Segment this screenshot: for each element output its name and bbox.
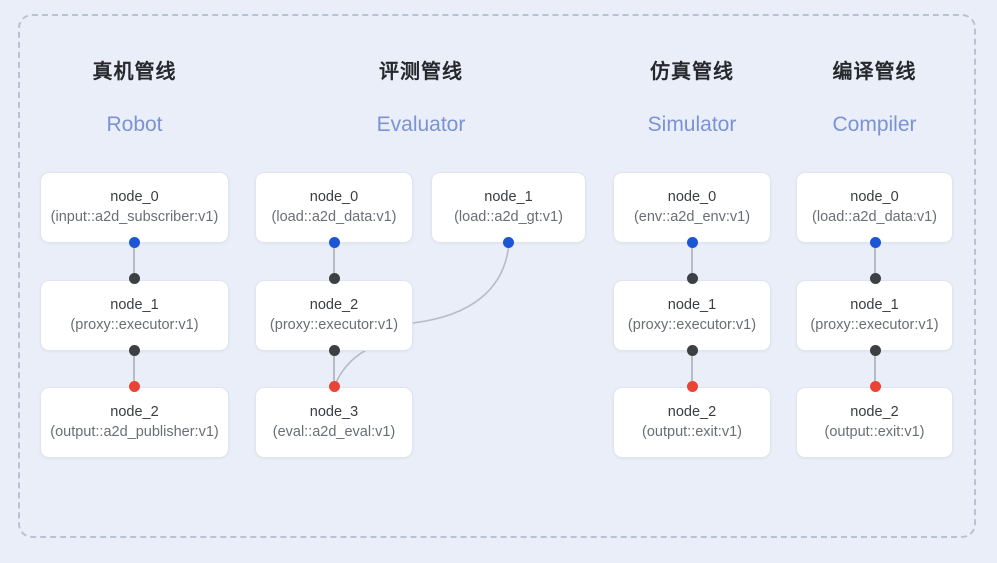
port-input-dot-evaluator-2 xyxy=(329,273,340,284)
port-input-dot-simulator-1 xyxy=(687,273,698,284)
column-header-simulator: 仿真管线 Simulator xyxy=(613,62,771,135)
edge-robot-1-2 xyxy=(133,351,135,389)
edge-robot-0-1 xyxy=(133,243,135,281)
node-evaluator-gt[interactable]: node_1 (load::a2d_gt:v1) xyxy=(431,172,586,243)
node-title: node_3 xyxy=(309,403,359,420)
column-header-robot: 真机管线 Robot xyxy=(40,62,229,135)
node-subtitle: (load::a2d_gt:v1) xyxy=(454,208,563,225)
node-title: node_1 xyxy=(484,188,533,205)
node-compiler-2[interactable]: node_2 (output::exit:v1) xyxy=(796,387,953,458)
node-compiler-0[interactable]: node_0 (load::a2d_data:v1) xyxy=(796,172,953,243)
node-title: node_0 xyxy=(850,188,899,205)
node-title: node_1 xyxy=(667,296,717,313)
port-output-dot-compiler-0 xyxy=(870,237,881,248)
column-header-compiler: 编译管线 Compiler xyxy=(796,62,953,135)
node-simulator-2[interactable]: node_2 (output::exit:v1) xyxy=(613,387,771,458)
node-subtitle: (proxy::executor:v1) xyxy=(810,316,939,333)
node-evaluator-3[interactable]: node_3 (eval::a2d_eval:v1) xyxy=(255,387,413,458)
node-title: node_2 xyxy=(850,403,899,420)
node-subtitle: (load::a2d_data:v1) xyxy=(812,208,937,225)
port-output-dot-evaluator-0 xyxy=(329,237,340,248)
port-output-dot-simulator-1 xyxy=(687,345,698,356)
edge-simulator-1-2 xyxy=(691,351,693,389)
node-evaluator-2[interactable]: node_2 (proxy::executor:v1) xyxy=(255,280,413,351)
port-input-dot-simulator-2 xyxy=(687,381,698,392)
node-subtitle: (output::a2d_publisher:v1) xyxy=(50,423,219,440)
node-title: node_2 xyxy=(667,403,717,420)
node-title: node_0 xyxy=(667,188,717,205)
column-title-cn-simulator: 仿真管线 xyxy=(650,61,734,83)
node-title: node_1 xyxy=(110,296,159,313)
node-subtitle: (eval::a2d_eval:v1) xyxy=(272,423,396,440)
node-robot-2[interactable]: node_2 (output::a2d_publisher:v1) xyxy=(40,387,229,458)
node-simulator-0[interactable]: node_0 (env::a2d_env:v1) xyxy=(613,172,771,243)
port-output-dot-evaluator-2 xyxy=(329,345,340,356)
edge-evaluator-0-2 xyxy=(333,243,335,281)
column-title-en-compiler: Compiler xyxy=(832,113,917,136)
node-subtitle: (env::a2d_env:v1) xyxy=(633,208,751,225)
node-title: node_0 xyxy=(309,188,359,205)
node-compiler-1[interactable]: node_1 (proxy::executor:v1) xyxy=(796,280,953,351)
node-title: node_2 xyxy=(110,403,159,420)
node-subtitle: (load::a2d_data:v1) xyxy=(271,208,397,225)
node-subtitle: (input::a2d_subscriber:v1) xyxy=(50,208,219,225)
port-output-dot-robot-0 xyxy=(129,237,140,248)
edge-evaluator-2-3 xyxy=(333,351,335,389)
node-title: node_2 xyxy=(309,296,359,313)
node-simulator-1[interactable]: node_1 (proxy::executor:v1) xyxy=(613,280,771,351)
column-title-cn-evaluator: 评测管线 xyxy=(379,61,463,83)
column-title-en-robot: Robot xyxy=(106,113,163,136)
node-subtitle: (output::exit:v1) xyxy=(642,423,742,440)
column-title-cn-compiler: 编译管线 xyxy=(832,61,917,83)
node-title: node_0 xyxy=(110,188,159,205)
node-evaluator-0[interactable]: node_0 (load::a2d_data:v1) xyxy=(255,172,413,243)
port-output-dot-simulator-0 xyxy=(687,237,698,248)
edge-compiler-1-2 xyxy=(874,351,876,389)
node-subtitle: (proxy::executor:v1) xyxy=(269,316,399,333)
column-title-cn-robot: 真机管线 xyxy=(92,61,177,83)
port-input-dot-robot-1 xyxy=(129,273,140,284)
column-title-en-simulator: Simulator xyxy=(647,113,737,136)
node-subtitle: (proxy::executor:v1) xyxy=(627,316,757,333)
node-subtitle: (proxy::executor:v1) xyxy=(70,316,199,333)
diagram-frame xyxy=(18,14,976,538)
port-output-dot-robot-1 xyxy=(129,345,140,356)
column-title-en-evaluator: Evaluator xyxy=(376,113,466,136)
node-title: node_1 xyxy=(850,296,899,313)
column-header-evaluator: 评测管线 Evaluator xyxy=(342,62,500,135)
port-output-dot-evaluator-gt xyxy=(503,237,514,248)
port-input-dot-robot-2 xyxy=(129,381,140,392)
edge-simulator-0-1 xyxy=(691,243,693,281)
port-input-dot-compiler-1 xyxy=(870,273,881,284)
port-input-dot-compiler-2 xyxy=(870,381,881,392)
node-robot-1[interactable]: node_1 (proxy::executor:v1) xyxy=(40,280,229,351)
node-subtitle: (output::exit:v1) xyxy=(824,423,925,440)
node-robot-0[interactable]: node_0 (input::a2d_subscriber:v1) xyxy=(40,172,229,243)
edge-compiler-0-1 xyxy=(874,243,876,281)
port-output-dot-compiler-1 xyxy=(870,345,881,356)
port-input-dot-evaluator-3 xyxy=(329,381,340,392)
